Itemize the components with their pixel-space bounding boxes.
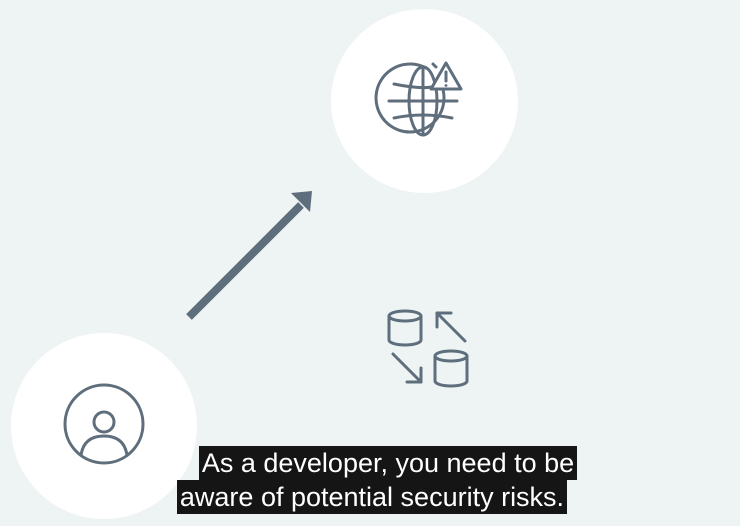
caption-line-2: aware of potential security risks. [176,480,568,514]
user-node [11,333,197,519]
user-icon [63,383,145,465]
arrow-up-right-icon [186,191,312,320]
subtitle-caption: As a developer, you need to be aware of … [0,446,740,514]
database-sync-icon [387,309,469,388]
caption-line-1: As a developer, you need to be [198,446,578,480]
globe-warning-icon [374,61,463,137]
